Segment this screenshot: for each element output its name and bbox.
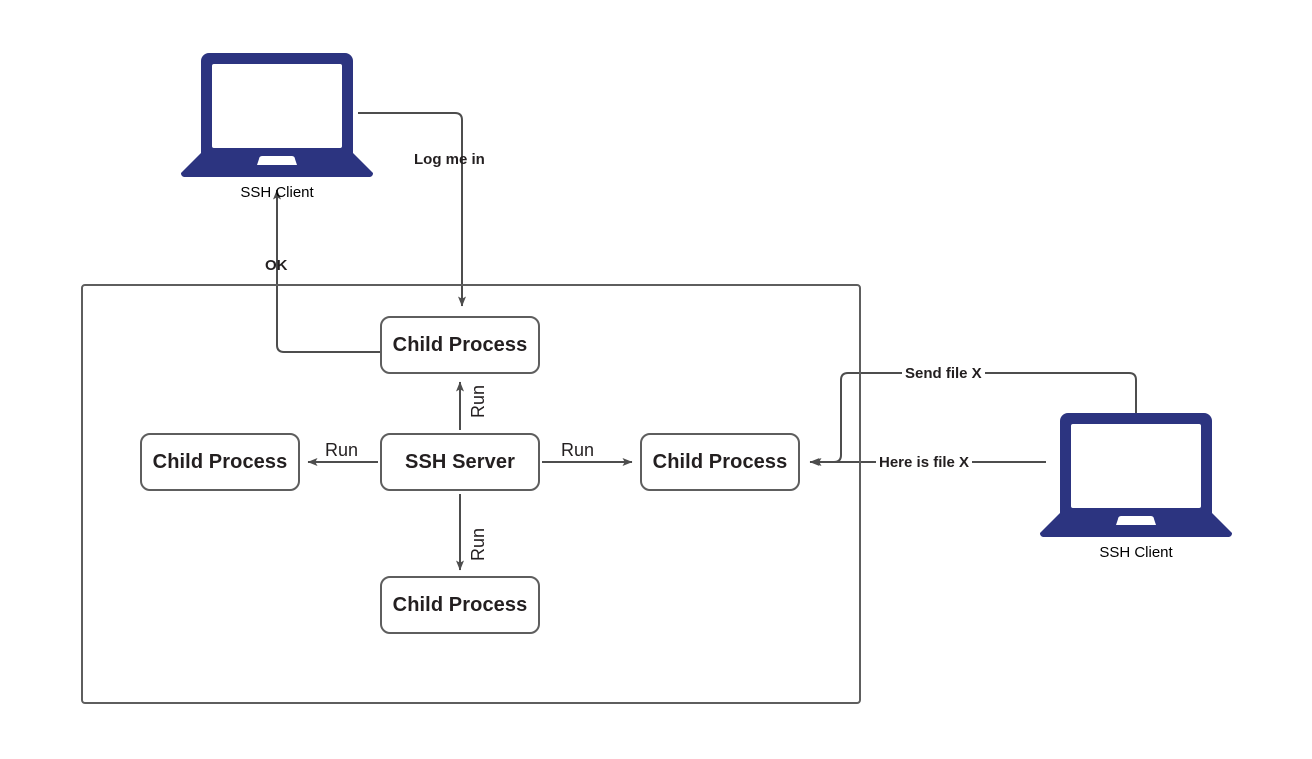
edge-label-log-me-in: Log me in: [414, 151, 485, 168]
edge-label-send-file-x: Send file X: [902, 365, 985, 382]
ssh-server-host-boundary: [81, 284, 861, 704]
edge-label-run-left: Run: [325, 440, 359, 460]
child-process-top[interactable]: Child Process: [380, 316, 540, 374]
ssh-client-right-label: SSH Client: [1099, 544, 1173, 561]
edge-label-run-top: Run: [468, 384, 488, 418]
ssh-client-left-laptop-icon[interactable]: [179, 53, 375, 177]
edge-label-run-right: Run: [561, 440, 595, 460]
ssh-server-node[interactable]: SSH Server: [380, 433, 540, 491]
edge-label-ok: OK: [265, 257, 288, 274]
child-process-left[interactable]: Child Process: [140, 433, 300, 491]
edge-label-here-is-file-x: Here is file X: [876, 454, 973, 471]
child-process-right[interactable]: Child Process: [640, 433, 800, 491]
child-process-bottom[interactable]: Child Process: [380, 576, 540, 634]
ssh-client-left-label: SSH Client: [240, 184, 314, 201]
edge-label-run-bottom: Run: [468, 527, 488, 561]
ssh-client-right-laptop-icon[interactable]: [1038, 413, 1234, 537]
